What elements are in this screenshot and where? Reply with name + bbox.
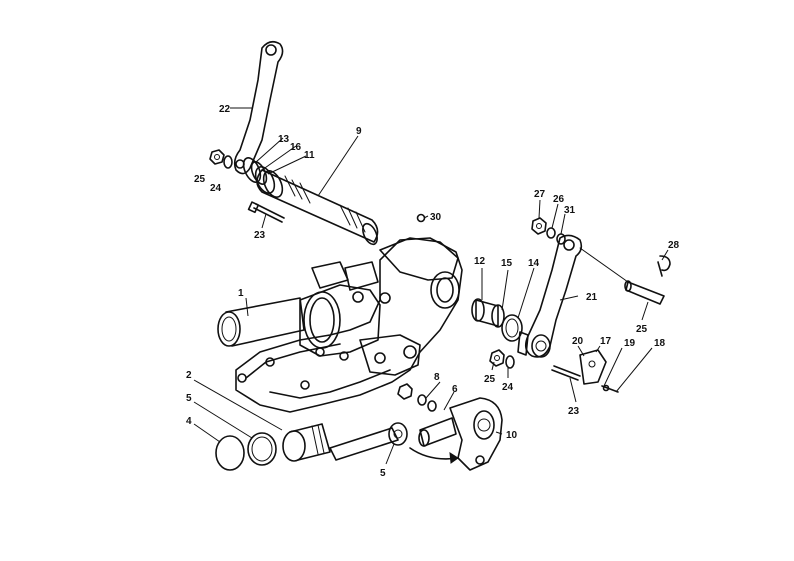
callout-20: 20 xyxy=(572,336,584,347)
part-22-upper-lever xyxy=(233,40,284,175)
callout-14: 14 xyxy=(528,258,540,269)
part-8-bolt xyxy=(397,383,437,412)
part-30-bolt xyxy=(416,213,426,223)
callout-15: 15 xyxy=(501,258,513,269)
part-4-ring xyxy=(247,432,277,466)
part-26-pin xyxy=(579,247,665,305)
part-1-cylinder xyxy=(217,297,305,347)
part-3-o-ring xyxy=(215,435,245,471)
callout-1: 1 xyxy=(238,288,244,299)
leader-lines xyxy=(193,107,669,465)
callout-21: 21 xyxy=(586,292,598,303)
callout-23-upper: 23 xyxy=(254,230,266,241)
part-23-bolt-upper xyxy=(247,201,285,223)
callout-18: 18 xyxy=(654,338,666,349)
callout-29: 28 xyxy=(668,240,680,251)
part-5-connecting-rod xyxy=(329,422,408,461)
callout-3: 4 xyxy=(186,416,192,427)
callout-27: 26 xyxy=(553,194,565,205)
callout-2: 2 xyxy=(186,370,192,381)
callout-16: 16 xyxy=(290,142,302,153)
callout-4: 5 xyxy=(186,393,192,404)
part-13-16-11-rings xyxy=(242,157,268,185)
callout-25-lower: 25 xyxy=(484,374,496,385)
callout-24-lower: 24 xyxy=(502,382,514,393)
callout-10: 10 xyxy=(506,430,518,441)
callout-13: 13 xyxy=(278,134,290,145)
part-2-piston xyxy=(282,423,331,462)
part-9-cross-shaft xyxy=(254,166,379,246)
part-21-right-lever xyxy=(517,234,583,358)
callout-22: 22 xyxy=(219,104,231,115)
callout-30: 30 xyxy=(430,212,442,223)
part-10-lift-arm xyxy=(418,397,503,471)
callout-24-upper: 24 xyxy=(210,183,222,194)
callout-31: 31 xyxy=(564,205,576,216)
callout-19: 19 xyxy=(624,338,636,349)
callout-6: 6 xyxy=(452,384,458,395)
callout-5: 5 xyxy=(380,468,386,479)
part-23-bolt-lower xyxy=(551,365,581,381)
rotation-arrow-icon xyxy=(409,447,459,464)
callout-23-lower: 23 xyxy=(568,406,580,417)
part-25-24-nut-upper xyxy=(209,149,233,169)
callout-28: 27 xyxy=(534,189,546,200)
callout-12: 12 xyxy=(474,256,486,267)
main-housing xyxy=(235,237,463,413)
part-25-24-nut-lower xyxy=(489,349,515,369)
part-29-clip xyxy=(657,255,671,277)
callout-9: 9 xyxy=(356,126,362,137)
callout-8: 8 xyxy=(434,372,440,383)
part-12-15-14-bushings xyxy=(471,298,523,342)
callout-labels: 22 13 16 11 9 25 24 23 30 1 2 5 4 5 6 8 … xyxy=(186,104,680,479)
callout-17: 17 xyxy=(600,336,612,347)
callout-25-upper: 25 xyxy=(194,174,206,185)
callout-26: 25 xyxy=(636,324,648,335)
callout-11: 11 xyxy=(304,150,315,161)
part-17-19-20-bracket xyxy=(579,349,619,393)
